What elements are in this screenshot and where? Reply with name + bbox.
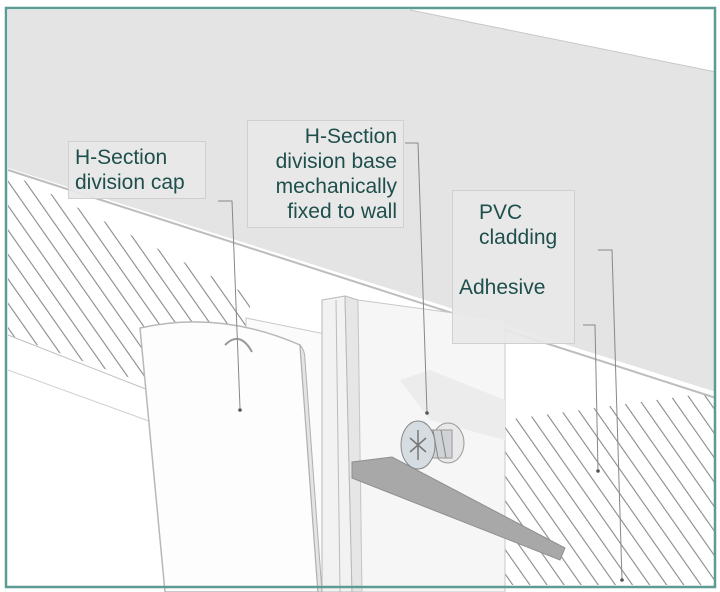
label-text: cladding <box>479 226 558 249</box>
h-section-cap <box>139 321 319 592</box>
label-division-base: H-Section division base mechanically fix… <box>247 120 404 228</box>
label-text: PVC <box>479 201 523 224</box>
label-text: fixed to wall <box>287 200 397 223</box>
label-text: division cap <box>75 171 185 194</box>
label-text: H-Section <box>75 146 168 169</box>
label-text: H-Section <box>304 125 397 148</box>
h-section-base <box>321 295 353 592</box>
substrate-right <box>505 392 716 585</box>
label-division-cap: H-Section division cap <box>68 141 206 199</box>
label-pvc-cladding: PVC cladding Adhesive <box>452 190 575 344</box>
adhesive-strip <box>351 456 566 561</box>
screw-icon <box>400 420 465 470</box>
leader-lines <box>218 142 623 581</box>
label-adhesive: Adhesive <box>459 276 546 299</box>
label-text: mechanically <box>275 175 397 198</box>
frame-border <box>4 6 717 589</box>
label-text: division base <box>275 150 397 173</box>
